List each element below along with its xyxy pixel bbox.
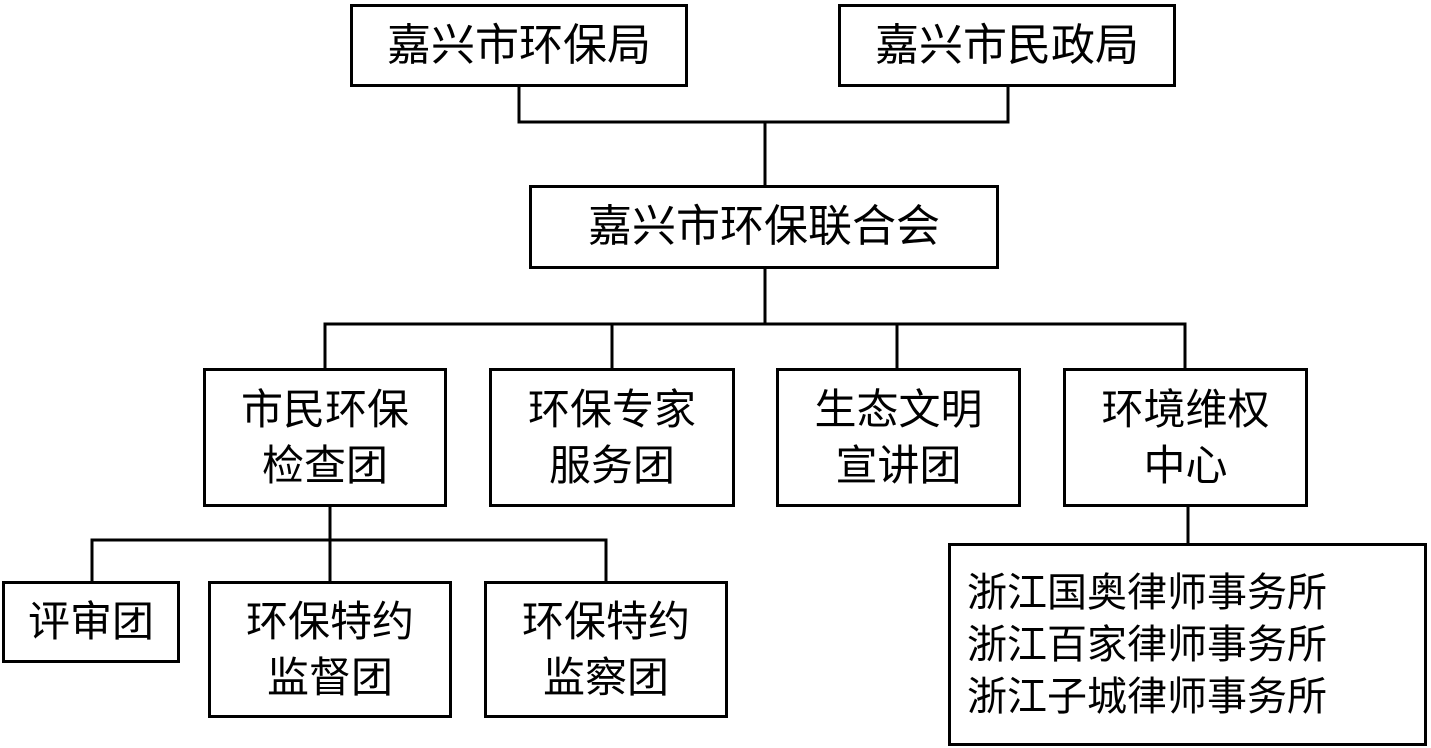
eco-lecture-line2: 宣讲团 <box>835 440 962 490</box>
rights-center-line1: 环境维权 <box>1101 384 1270 434</box>
review-group-box: 评审团 <box>2 581 180 663</box>
federation-box: 嘉兴市环保联合会 <box>529 185 999 269</box>
citizen-inspection-box: 市民环保 检查团 <box>203 368 447 507</box>
civil-affairs-bureau-label: 嘉兴市民政局 <box>875 19 1139 71</box>
rights-center-box: 环境维权 中心 <box>1063 368 1308 507</box>
review-group-label: 评审团 <box>27 597 154 646</box>
supervision-group-line2: 监督团 <box>266 652 393 702</box>
civil-affairs-bureau-box: 嘉兴市民政局 <box>838 4 1176 87</box>
supervision-group-line1: 环保特约 <box>245 596 414 646</box>
expert-service-box: 环保专家 服务团 <box>489 368 735 507</box>
supervision-group-box: 环保特约 监督团 <box>208 581 452 718</box>
federation-label: 嘉兴市环保联合会 <box>588 201 940 252</box>
inspection-group-box: 环保特约 监察团 <box>484 581 728 718</box>
expert-service-line1: 环保专家 <box>527 384 696 434</box>
inspection-group-line1: 环保特约 <box>521 596 690 646</box>
eco-lecture-box: 生态文明 宣讲团 <box>776 368 1021 507</box>
citizen-inspection-line2: 检查团 <box>261 440 388 490</box>
expert-service-line2: 服务团 <box>548 440 675 490</box>
citizen-inspection-line1: 市民环保 <box>240 384 409 434</box>
law-firm-item: 浙江百家律师事务所 <box>967 621 1327 668</box>
eco-lecture-line1: 生态文明 <box>814 384 983 434</box>
rights-center-line2: 中心 <box>1143 440 1228 490</box>
inspection-group-line2: 监察团 <box>542 652 669 702</box>
environment-bureau-box: 嘉兴市环保局 <box>350 4 688 87</box>
law-firms-box: 浙江国奥律师事务所 浙江百家律师事务所 浙江子城律师事务所 <box>948 543 1427 746</box>
environment-bureau-label: 嘉兴市环保局 <box>387 19 651 71</box>
law-firm-item: 浙江子城律师事务所 <box>967 673 1327 720</box>
law-firm-item: 浙江国奥律师事务所 <box>967 569 1327 616</box>
